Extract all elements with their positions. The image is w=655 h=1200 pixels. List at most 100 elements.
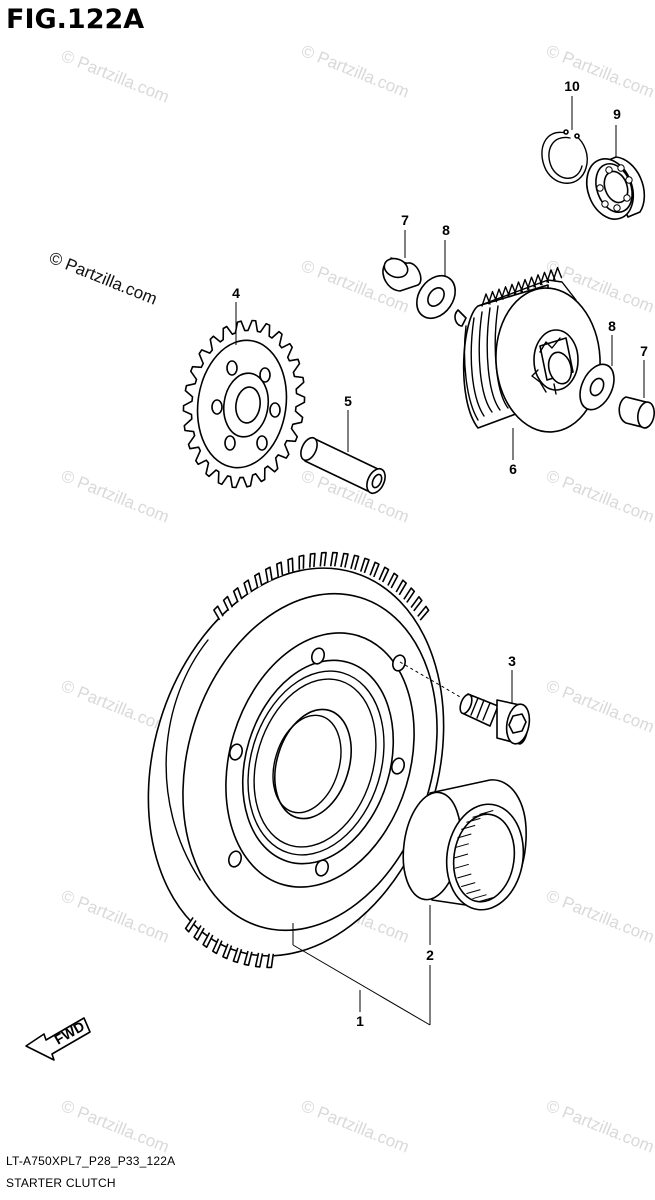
- gear-tooth: [359, 557, 370, 574]
- gear-tooth: [193, 925, 205, 941]
- gear-tooth: [507, 283, 517, 298]
- watermark: © Partzilla.com: [544, 466, 655, 527]
- part-7-bushing-lower: [618, 396, 655, 429]
- gear-tooth: [350, 554, 360, 571]
- gear-tooth: [481, 293, 491, 307]
- fwd-arrow: FWD: [25, 1017, 91, 1061]
- callout-3: 3: [508, 653, 516, 669]
- callout-9: 9: [613, 106, 621, 122]
- gear-tooth: [387, 572, 399, 589]
- gear-tooth: [298, 554, 305, 570]
- gear-tooth: [340, 552, 349, 568]
- gear-tooth: [395, 579, 407, 596]
- gear-tooth: [202, 932, 214, 948]
- needle-roller: [479, 810, 494, 815]
- callout-8: 8: [442, 222, 450, 238]
- gear-tooth: [410, 596, 423, 612]
- gear-tooth: [487, 290, 498, 305]
- watermark: © Partzilla.com: [59, 46, 172, 107]
- gear-tooth: [417, 605, 430, 621]
- diagram-name: STARTER CLUTCH: [6, 1176, 116, 1190]
- gear-tooth: [319, 551, 327, 567]
- gear-tooth: [213, 605, 224, 621]
- needle-roller: [479, 897, 494, 902]
- needle-roller: [454, 843, 469, 849]
- part-3-bolt: [459, 693, 531, 745]
- needle-roller: [472, 894, 487, 900]
- needle-roller: [457, 833, 472, 839]
- needle-roller: [453, 853, 469, 859]
- gear-tooth: [254, 572, 263, 588]
- part-1-starter-clutch: [147, 551, 445, 969]
- watermark: © Partzilla.com: [299, 41, 412, 102]
- callout-7: 7: [640, 343, 648, 359]
- part-8-washer-upper: [416, 274, 456, 320]
- callout-7: 7: [401, 212, 409, 228]
- needle-roller: [466, 817, 481, 823]
- watermark: © Partzilla.com: [544, 41, 655, 102]
- gear-tooth: [403, 587, 416, 603]
- gear-tooth: [232, 587, 243, 603]
- needle-roller: [454, 863, 469, 869]
- watermark: © Partzilla.com: [544, 886, 655, 947]
- part-7-bushing-upper: [382, 257, 422, 292]
- gear-tooth: [287, 557, 294, 573]
- watermark: © Partzilla.com: [59, 886, 172, 947]
- watermark: © Partzilla.com: [544, 1096, 655, 1157]
- watermark: © Partzilla.com: [544, 676, 655, 737]
- gear-tooth: [254, 952, 264, 968]
- callout-6: 6: [509, 461, 517, 477]
- leader-lines: [235, 96, 645, 1026]
- callout-4: 4: [232, 285, 240, 301]
- gear-tooth: [184, 916, 197, 933]
- callouts: 10 9 7 8 4 5 6 8 7 3 2 1: [232, 78, 648, 1029]
- callout-1: 1: [356, 1013, 364, 1029]
- needle-roller: [461, 824, 476, 830]
- part-8-washer-lower: [579, 363, 615, 411]
- gear-tooth: [276, 561, 284, 577]
- callout-2: 2: [426, 947, 434, 963]
- gear-tooth: [533, 274, 543, 288]
- part-5-shaft: [300, 436, 386, 495]
- gear-tooth: [526, 276, 537, 290]
- needle-roller: [461, 882, 476, 888]
- gear-tooth: [212, 938, 223, 955]
- gear-tooth: [243, 950, 253, 966]
- gear-tooth: [494, 288, 504, 302]
- gear-tooth: [546, 269, 556, 283]
- gear-tooth: [513, 281, 524, 295]
- watermark-dark: © Partzilla.com: [47, 248, 160, 309]
- gear-tooth: [369, 561, 380, 578]
- part-4-idle-gear: [182, 319, 306, 489]
- gear-tooth: [266, 953, 275, 969]
- needle-roller: [472, 812, 487, 818]
- needle-roller: [457, 873, 472, 879]
- gear-tooth: [552, 266, 563, 281]
- gear-tooth: [500, 286, 511, 300]
- watermark: © Partzilla.com: [59, 676, 172, 737]
- part-2-needle-bearing: [402, 779, 527, 911]
- callout-8: 8: [608, 318, 616, 334]
- diagram-code: LT-A750XPL7_P28_P33_122A: [6, 1154, 176, 1168]
- gear-tooth: [309, 552, 316, 568]
- callout-5: 5: [344, 393, 352, 409]
- gear-tooth: [378, 566, 390, 583]
- gear-tooth: [329, 551, 338, 567]
- gear-tooth: [222, 595, 234, 612]
- watermark: © Partzilla.com: [299, 1096, 412, 1157]
- part-9-bearing: [585, 156, 646, 220]
- gear-tooth: [520, 278, 530, 293]
- part-6-clutch-gear-assembly: [454, 266, 601, 433]
- gear-tooth: [539, 271, 550, 286]
- watermark: © Partzilla.com: [59, 1096, 172, 1157]
- needle-roller: [466, 889, 481, 895]
- watermark: © Partzilla.com: [59, 466, 172, 527]
- figure-title: FIG.122A: [6, 4, 145, 35]
- gear-tooth: [243, 579, 253, 595]
- part-10-circlip: [541, 129, 588, 184]
- gear-tooth: [232, 947, 243, 964]
- callout-10: 10: [564, 78, 580, 94]
- gear-tooth: [264, 566, 273, 583]
